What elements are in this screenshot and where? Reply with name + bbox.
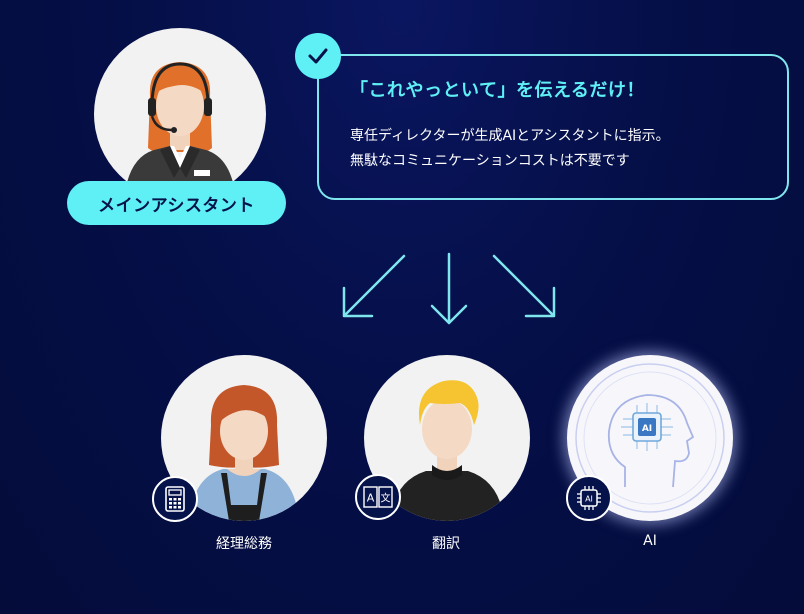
- arrow-down-icon: [430, 252, 468, 325]
- message-box: [317, 54, 789, 200]
- translator-illustration: [390, 380, 504, 521]
- arrow-down-left-icon: [342, 254, 406, 318]
- check-badge: [295, 33, 341, 79]
- message-body-line1: 専任ディレクターが生成AIとアシスタントに指示。: [350, 128, 670, 144]
- member-label-translation: 翻訳: [432, 536, 460, 552]
- member-label-accounting: 経理総務: [216, 536, 272, 552]
- translate-glyph-a: A: [367, 492, 375, 505]
- message-body: 専任ディレクターが生成AIとアシスタントに指示。 無駄なコミュニケーションコスト…: [350, 124, 670, 174]
- ai-head-illustration: AI: [575, 363, 725, 513]
- ai-chip-icon: AI: [577, 486, 601, 510]
- direction-arrows: [342, 252, 556, 325]
- message-title: 「これやっといて」を伝えるだけ！: [350, 80, 645, 101]
- accounting-staff-illustration: [189, 385, 299, 521]
- translate-glyph-b: 文: [381, 492, 391, 505]
- ai-chip-text: AI: [642, 424, 652, 434]
- check-icon: [308, 48, 328, 64]
- main-assistant-avatar: [94, 28, 266, 200]
- arrow-down-right-icon: [492, 254, 556, 318]
- translate-icon: A 文: [363, 486, 393, 508]
- translate-badge: A 文: [355, 474, 401, 520]
- translation-member-avatar: [364, 355, 530, 521]
- calculator-icon: [165, 486, 185, 512]
- ai-badge-text: AI: [585, 495, 593, 504]
- main-assistant-label: メインアシスタント: [67, 181, 286, 225]
- message-body-line2: 無駄なコミュニケーションコストは不要です: [350, 153, 630, 169]
- member-label-ai: AI: [643, 533, 657, 549]
- operator-illustration: [124, 62, 236, 200]
- calculator-badge: [152, 476, 198, 522]
- ai-chip-badge: AI: [566, 475, 612, 521]
